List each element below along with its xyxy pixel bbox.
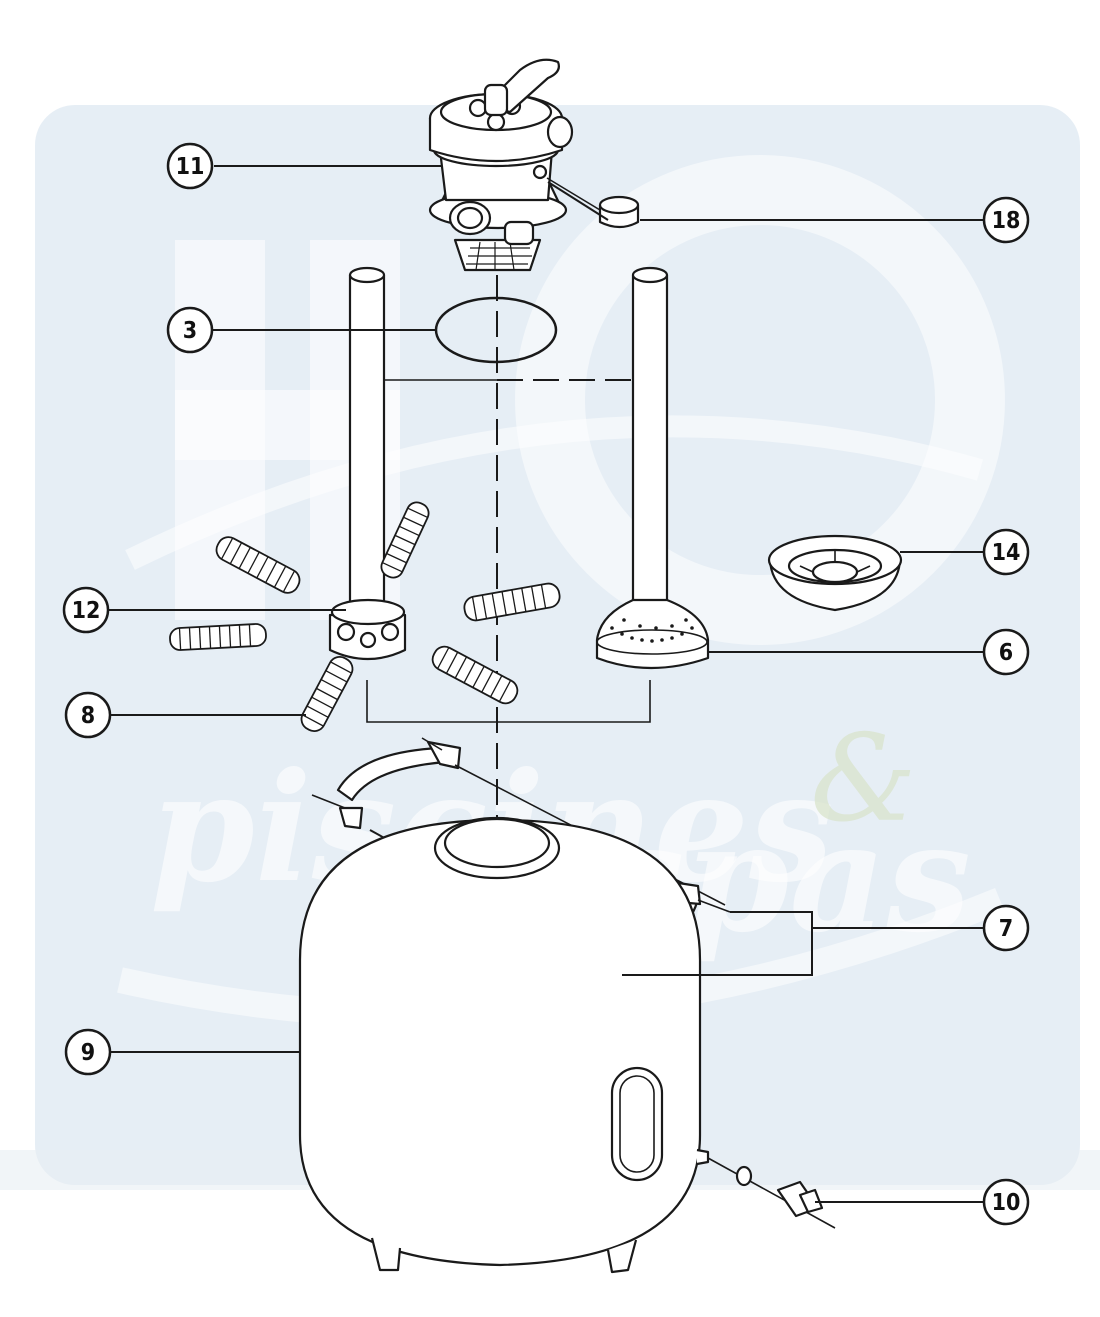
callout-12: 12 <box>62 586 110 634</box>
callout-11: 11 <box>166 142 214 190</box>
callout-3-label: 3 <box>183 318 197 344</box>
callout-10-label: 10 <box>992 1190 1021 1216</box>
callout-9: 9 <box>64 1028 112 1076</box>
leader-lines <box>108 165 984 1203</box>
strainer-basket <box>767 534 903 612</box>
callout-14-label: 14 <box>992 540 1021 566</box>
watermark-amp: & <box>810 710 917 849</box>
laterals <box>169 501 561 732</box>
callout-8: 8 <box>64 691 112 739</box>
callout-7-label: 7 <box>999 916 1013 942</box>
callout-14: 14 <box>982 528 1030 576</box>
callout-6: 6 <box>982 628 1030 676</box>
callout-6-label: 6 <box>999 640 1013 666</box>
callout-8-label: 8 <box>81 703 95 729</box>
callout-9-label: 9 <box>81 1040 95 1066</box>
callout-3: 3 <box>166 306 214 354</box>
watermark: HP piscines & spas <box>0 105 1100 1190</box>
lateral-hub <box>328 266 407 660</box>
callout-18: 18 <box>982 196 1030 244</box>
callout-10: 10 <box>982 1178 1030 1226</box>
pressure-gauge <box>546 177 640 229</box>
callout-18-label: 18 <box>992 208 1021 234</box>
diffuser <box>595 266 710 670</box>
multiport-valve <box>428 58 574 272</box>
drain-plug <box>707 1157 836 1229</box>
callout-11-label: 11 <box>176 154 205 180</box>
callout-12-label: 12 <box>72 598 101 624</box>
callout-7: 7 <box>982 904 1030 952</box>
tank <box>298 816 710 1274</box>
